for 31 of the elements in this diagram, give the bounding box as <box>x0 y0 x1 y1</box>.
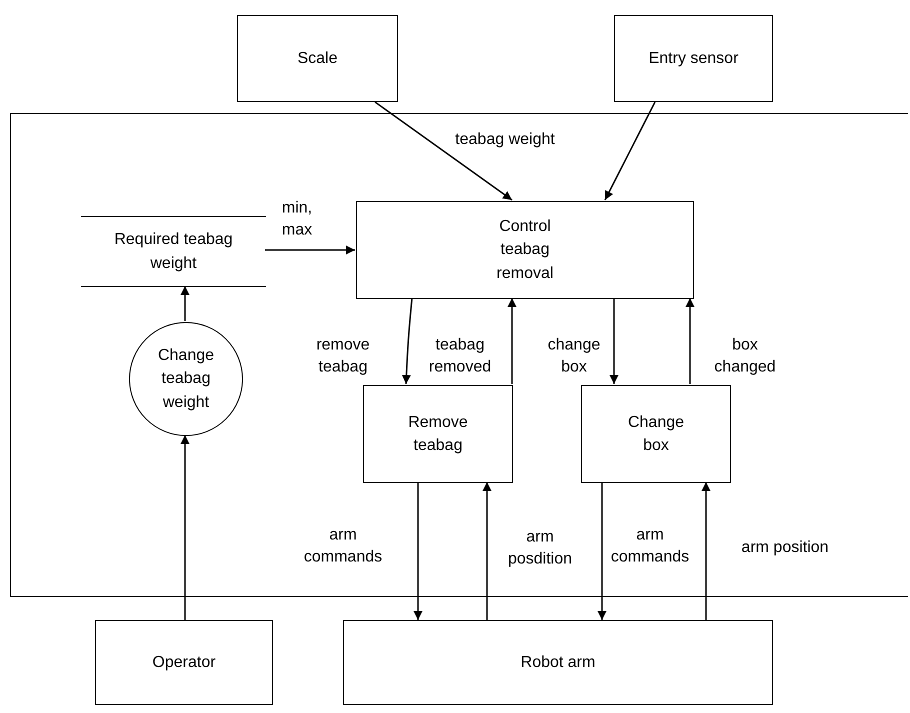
arrow <box>598 482 606 620</box>
node-label: Remove teabag <box>407 412 469 456</box>
arrow <box>702 482 710 620</box>
node-label: Entry sensor <box>648 48 738 69</box>
node-label: Robot arm <box>520 652 596 673</box>
arrow <box>265 246 355 254</box>
arrow <box>414 482 422 620</box>
arrow <box>610 298 618 384</box>
process-box <box>581 385 731 483</box>
arrow <box>508 298 516 384</box>
process-box <box>356 201 694 299</box>
arrow <box>402 298 413 384</box>
process-box <box>363 385 513 483</box>
node-label: Required teabag weight <box>113 230 234 274</box>
arrow <box>604 102 656 200</box>
arrow <box>686 298 694 384</box>
node-label: Change teabag weight <box>156 346 216 413</box>
arrow <box>374 101 512 201</box>
process-box <box>237 15 398 102</box>
node-label: Control teabag removal <box>496 217 554 284</box>
process-box <box>614 15 773 102</box>
data-store <box>81 216 266 287</box>
arrow <box>180 286 190 321</box>
node-label: Operator <box>152 652 216 673</box>
arrow <box>180 435 190 620</box>
arrow <box>482 482 492 620</box>
system-boundary <box>10 113 908 597</box>
process-box <box>95 620 273 705</box>
node-label: Scale <box>297 48 338 69</box>
process-box <box>343 620 773 705</box>
node-label: Change box <box>626 412 686 456</box>
